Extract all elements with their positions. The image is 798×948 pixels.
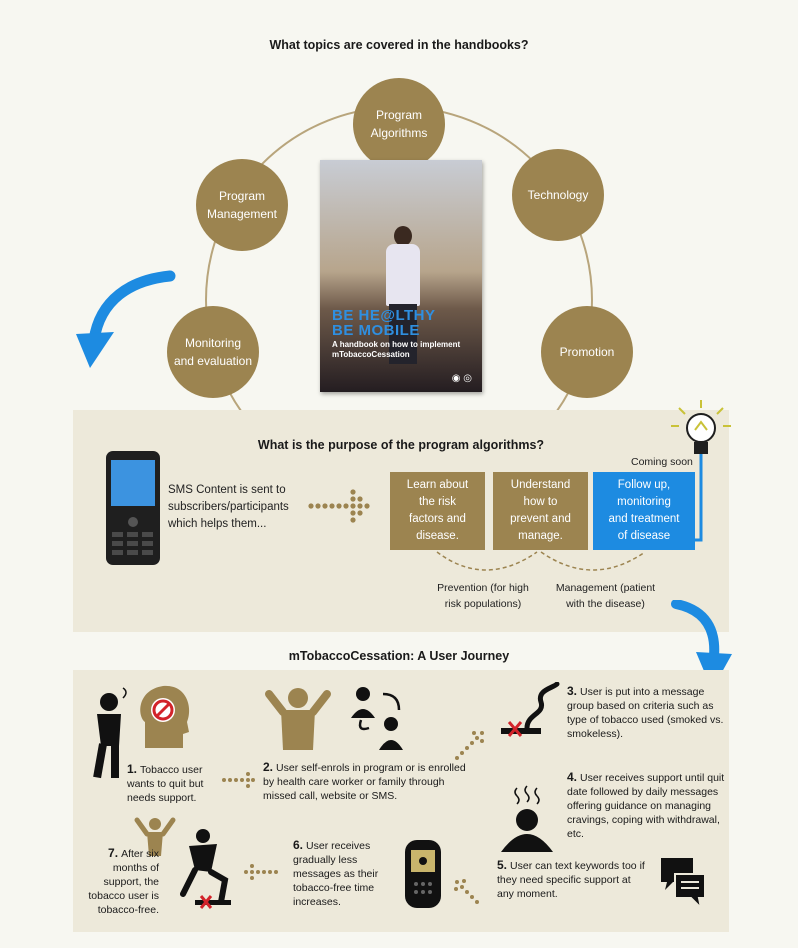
cover-subtitle: A handbook on how to implement mTobaccoC…	[332, 340, 461, 359]
purpose-box-learn: Learn about the risk factors and disease…	[390, 472, 485, 550]
smoker-icon	[93, 687, 127, 779]
dotted-arrow-icon	[454, 879, 479, 904]
topic-monitoring-evaluation: Monitoring and evaluation	[167, 306, 259, 398]
purpose-box-understand: Understand how to prevent and manage.	[493, 472, 588, 550]
topic-promotion: Promotion	[541, 306, 633, 398]
purpose-box-follow-up: Follow up, monitoring and treatment of d…	[593, 472, 695, 550]
topic-technology: Technology	[512, 149, 604, 241]
cover-title: BE HE@LTHY BE MOBILE	[332, 307, 436, 339]
dotted-arrow-icon	[244, 864, 278, 880]
journey-panel: 1.Tobacco user wants to quit but needs s…	[73, 670, 729, 932]
no-cigarette-icon	[501, 682, 560, 737]
handbook-cover: BE HE@LTHY BE MOBILE A handbook on how t…	[320, 160, 482, 392]
step-2-text: 2.User self-enrols in program or is enro…	[263, 760, 466, 802]
step-5-text: 5.User can text keywords too if they nee…	[497, 858, 645, 900]
prevention-caption: Prevention (for high risk populations)	[437, 582, 529, 610]
dotted-arrow-icon	[222, 772, 255, 788]
sms-description: SMS Content is sent to subscribers/parti…	[168, 484, 289, 530]
purpose-panel: What is the purpose of the program algor…	[73, 400, 731, 632]
topic-program-management: Program Management	[196, 159, 288, 251]
coming-soon-label: Coming soon	[631, 456, 693, 468]
enrolment-people-icon	[351, 687, 403, 750]
topic-program-algorithms: Program Algorithms	[353, 78, 445, 170]
journey-heading: mTobaccoCessation: A User Journey	[288, 649, 510, 663]
step-3-text: 3.User is put into a message group based…	[567, 684, 724, 740]
cover-logos-icon: ◉ ◎	[451, 373, 472, 384]
step-4-text: 4.User receives support until quit date …	[567, 770, 725, 840]
connector-line	[695, 466, 703, 542]
cover-person-body	[386, 244, 420, 306]
head-no-smoking-icon	[140, 685, 190, 748]
stressed-person-icon	[501, 785, 553, 852]
lightbulb-icon	[671, 400, 731, 470]
topics-heading: What topics are covered in the handbooks…	[269, 38, 529, 52]
dashed-brackets	[436, 551, 646, 571]
cover-person-legs	[389, 304, 417, 364]
purpose-heading: What is the purpose of the program algor…	[257, 438, 545, 452]
mobile-phone-icon	[405, 840, 441, 908]
dotted-arrow-icon	[455, 731, 484, 760]
cover-person-head	[394, 226, 412, 246]
step-7-text: 7.After six months of support, the tobac…	[88, 846, 159, 916]
healthy-person-icon	[134, 817, 231, 909]
chat-bubbles-icon	[661, 858, 706, 910]
step-1-text: 1.Tobacco user wants to quit but needs s…	[127, 762, 204, 804]
management-caption: Management (patient with the disease)	[555, 582, 656, 610]
cheering-person-icon	[265, 688, 331, 750]
curved-arrow-icon	[76, 270, 176, 368]
step-6-text: 6.User receives gradually less messages …	[293, 838, 379, 908]
dotted-arrow-icon	[308, 489, 370, 523]
mobile-phone-icon	[106, 451, 160, 565]
